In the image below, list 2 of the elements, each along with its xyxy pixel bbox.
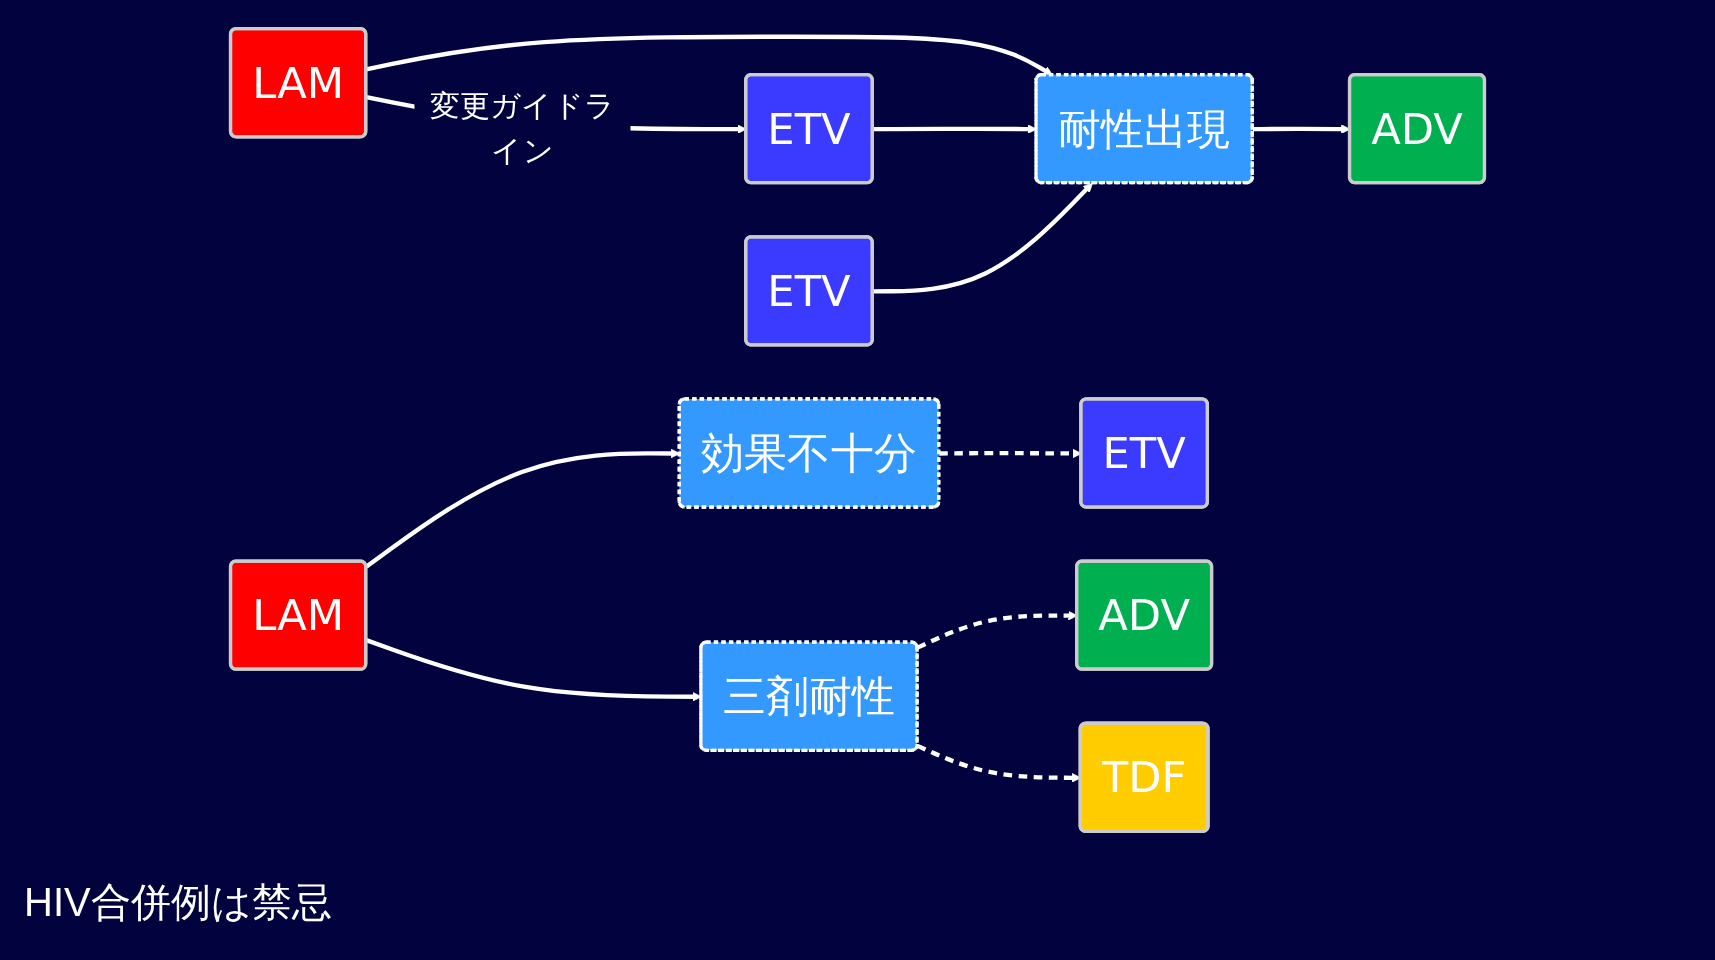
edge-label: 変更ガイドライン [429, 87, 616, 169]
note-text: HIV合併例は禁忌 [24, 879, 332, 926]
